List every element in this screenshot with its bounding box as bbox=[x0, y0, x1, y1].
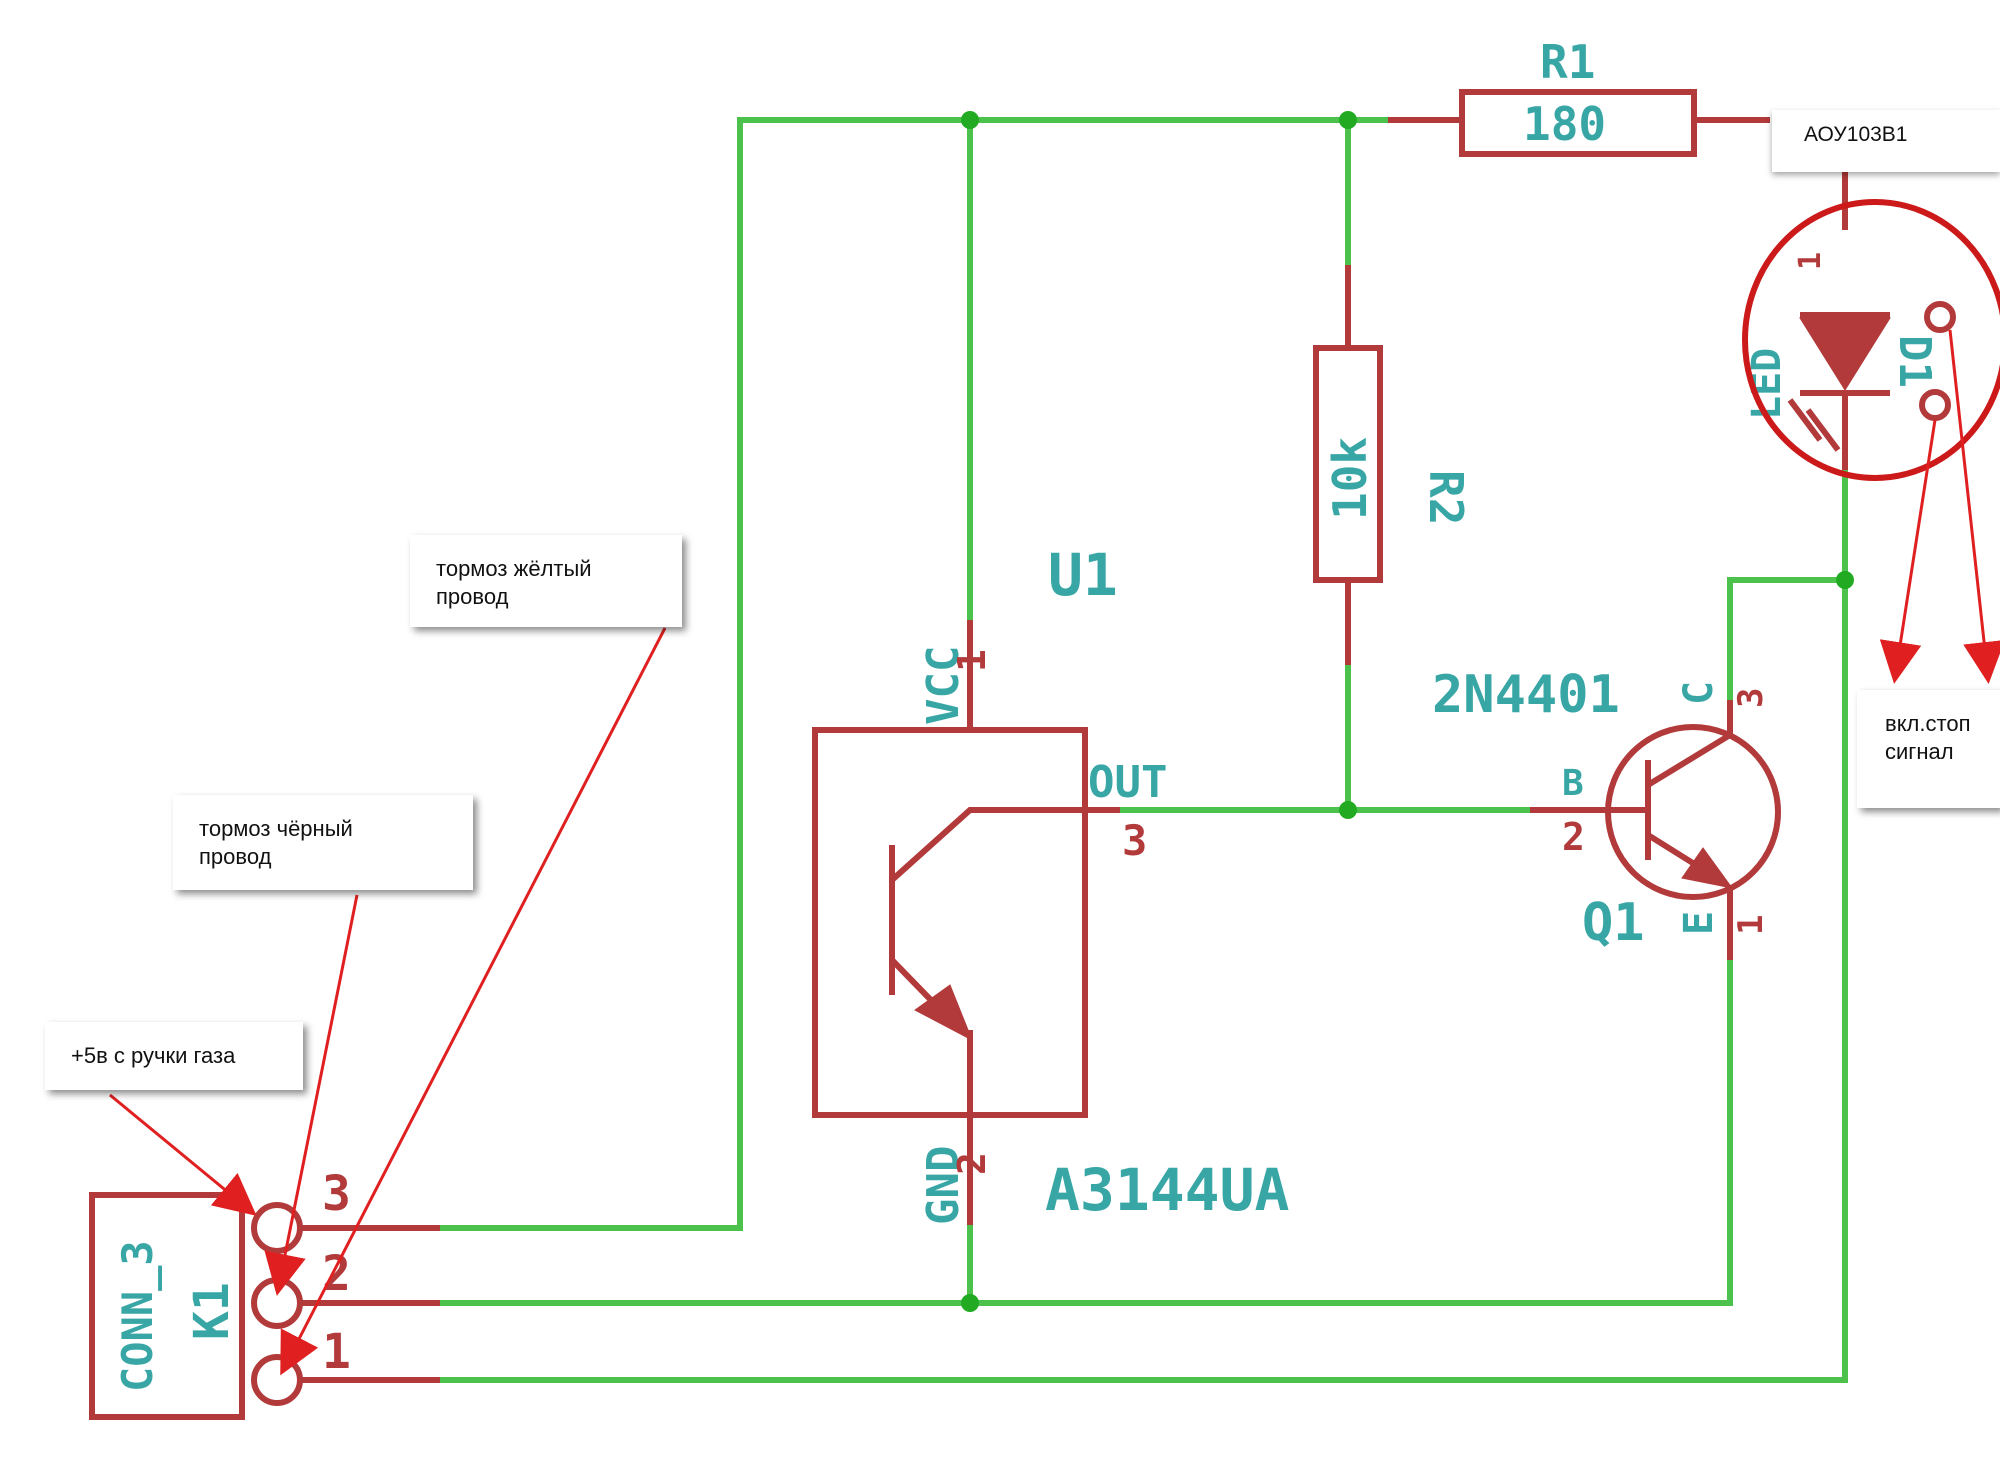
q1-pin2: 2 bbox=[1562, 815, 1585, 859]
d1-ref: D1 bbox=[1889, 335, 1940, 388]
wires bbox=[437, 117, 1848, 1383]
note-optocoupler: АОУ103В1 bbox=[1772, 110, 2000, 172]
u1-pin-out: OUT bbox=[1088, 757, 1167, 808]
q1-ref: Q1 bbox=[1582, 893, 1645, 953]
connector-k1: CONN_3 K1 3 2 1 bbox=[89, 1166, 440, 1420]
resistor-r2: 10k R2 bbox=[1313, 265, 1473, 665]
r1-ref: R1 bbox=[1540, 35, 1595, 89]
r1-value: 180 bbox=[1523, 97, 1606, 151]
q1-pin1: 1 bbox=[1731, 915, 1771, 935]
u1-pin-gnd: GND bbox=[918, 1146, 969, 1225]
highlight-circle bbox=[1742, 199, 2000, 481]
annotation-arrows bbox=[109, 329, 2000, 1376]
q1-pin-b: B bbox=[1562, 763, 1584, 804]
r2-ref: R2 bbox=[1419, 470, 1473, 525]
k1-ref: K1 bbox=[184, 1282, 240, 1340]
k1-pin2: 2 bbox=[322, 1246, 351, 1302]
q1-pin-e: E bbox=[1676, 911, 1722, 935]
junctions bbox=[961, 111, 1854, 1312]
q1-pin3: 3 bbox=[1731, 688, 1771, 708]
note-brake-yellow: тормоз жёлтый провод bbox=[410, 535, 682, 627]
d1-pin1: 1 bbox=[1793, 252, 1828, 270]
hall-sensor-u1: U1 A3144UA VCC OUT GND 1 3 2 bbox=[812, 541, 1289, 1225]
transistor-q1: 2N4401 Q1 B 2 C 3 E 1 bbox=[1432, 665, 1781, 960]
u1-pin2: 2 bbox=[950, 1152, 994, 1175]
u1-pin1: 1 bbox=[950, 649, 994, 672]
u1-pin3: 3 bbox=[1122, 816, 1147, 865]
q1-value: 2N4401 bbox=[1432, 665, 1620, 725]
k1-pin3: 3 bbox=[322, 1166, 351, 1222]
q1-pin-c: C bbox=[1676, 681, 1722, 705]
u1-ref: U1 bbox=[1048, 541, 1118, 609]
k1-pin1: 1 bbox=[322, 1324, 351, 1380]
r2-value: 10k bbox=[1323, 437, 1377, 520]
note-brake-black: тормоз чёрный провод bbox=[173, 795, 473, 890]
u1-value: A3144UA bbox=[1045, 1156, 1289, 1224]
led-d1: LED D1 1 bbox=[1744, 120, 1956, 470]
k1-value: CONN_3 bbox=[113, 1240, 162, 1392]
u1-pin-vcc: VCC bbox=[918, 646, 969, 725]
resistor-r1: R1 180 bbox=[1388, 35, 1770, 157]
note-plus5v: +5в с ручки газа bbox=[45, 1022, 303, 1090]
note-stop-signal: вкл.стоп сигнал bbox=[1857, 690, 2000, 808]
